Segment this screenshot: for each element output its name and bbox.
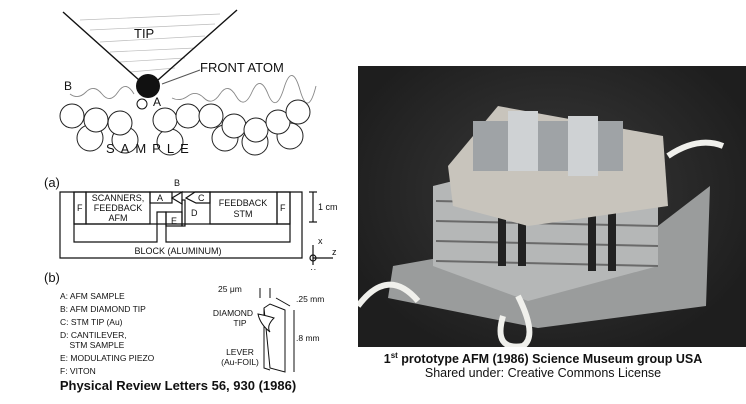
- tip-sample-diagram: TIP FRONT ATOM B A SAMPLE: [59, 9, 317, 156]
- panel-a-label: (a): [44, 175, 60, 190]
- width-dimension: .25 mm: [296, 294, 324, 304]
- panel-a-diagram: (a) F SCANNERS, FEEDBACK AFM A B C D E F…: [44, 175, 338, 270]
- legend-item: C: STM TIP (Au): [60, 317, 123, 327]
- diamond-tip-label: TIP: [233, 318, 247, 328]
- sample-atoms: [59, 99, 311, 156]
- photo-caption-line1: 1st prototype AFM (1986) Science Museum …: [340, 351, 746, 366]
- lever-label: LEVER: [226, 347, 254, 357]
- scanners-label: FEEDBACK: [94, 203, 143, 213]
- c-label: C: [198, 193, 205, 203]
- scale-label: 1 cm: [318, 202, 338, 212]
- axis-x-label: x: [318, 236, 323, 246]
- legend-item: F: VITON: [60, 366, 96, 376]
- front-atom: [136, 74, 160, 98]
- legend: A: AFM SAMPLE B: AFM DIAMOND TIP C: STM …: [60, 291, 155, 376]
- legend-item: A: AFM SAMPLE: [60, 291, 125, 301]
- f-right-label: F: [280, 203, 286, 213]
- panel-b-label: (b): [44, 270, 60, 285]
- e-label: E: [171, 216, 177, 226]
- caption-rest: prototype AFM (1986) Science Museum grou…: [397, 352, 703, 367]
- adsorbed-atom: [136, 98, 148, 110]
- axis-z-label: z: [332, 247, 337, 257]
- legend-item: D: CANTILEVER,: [60, 330, 127, 340]
- afm-prototype-photo: [358, 66, 746, 347]
- scanners-label: AFM: [109, 213, 128, 223]
- d-label: D: [191, 208, 198, 218]
- afm-device-illustration: [358, 106, 725, 347]
- front-atom-label: FRONT ATOM: [200, 60, 284, 75]
- legend-item: STM SAMPLE: [60, 340, 125, 350]
- lever-label: (Au-FOIL): [221, 357, 259, 367]
- diamond-tip-label: DIAMOND: [213, 308, 253, 318]
- feedback-stm-label: STM: [234, 209, 253, 219]
- length-dimension: .8 mm: [296, 333, 320, 343]
- photo-caption-line2: Shared under: Creative Commons License: [424, 366, 662, 380]
- caption-sup: st: [390, 351, 398, 360]
- label-b: B: [64, 79, 72, 93]
- a-label: A: [157, 193, 163, 203]
- legend-item: B: AFM DIAMOND TIP: [60, 304, 146, 314]
- f-left-label: F: [77, 203, 83, 213]
- sample-label: SAMPLE: [106, 141, 195, 156]
- feedback-stm-label: FEEDBACK: [219, 198, 268, 208]
- caption-prefix: 1: [383, 352, 391, 367]
- panel-b-diagram: (b) A: AFM SAMPLE B: AFM DIAMOND TIP C: …: [44, 270, 324, 376]
- b-label: B: [174, 178, 180, 188]
- legend-item: E: MODULATING PIEZO: [60, 353, 155, 363]
- scanners-label: SCANNERS,: [92, 193, 145, 203]
- citation: Physical Review Letters 56, 930 (1986): [59, 378, 297, 393]
- tip-label: TIP: [134, 26, 154, 41]
- thickness-dimension: 25 μm: [218, 284, 242, 294]
- label-a: A: [153, 95, 161, 109]
- block-label: BLOCK (ALUMINUM): [134, 246, 221, 256]
- axis-y-label: y: [311, 266, 316, 270]
